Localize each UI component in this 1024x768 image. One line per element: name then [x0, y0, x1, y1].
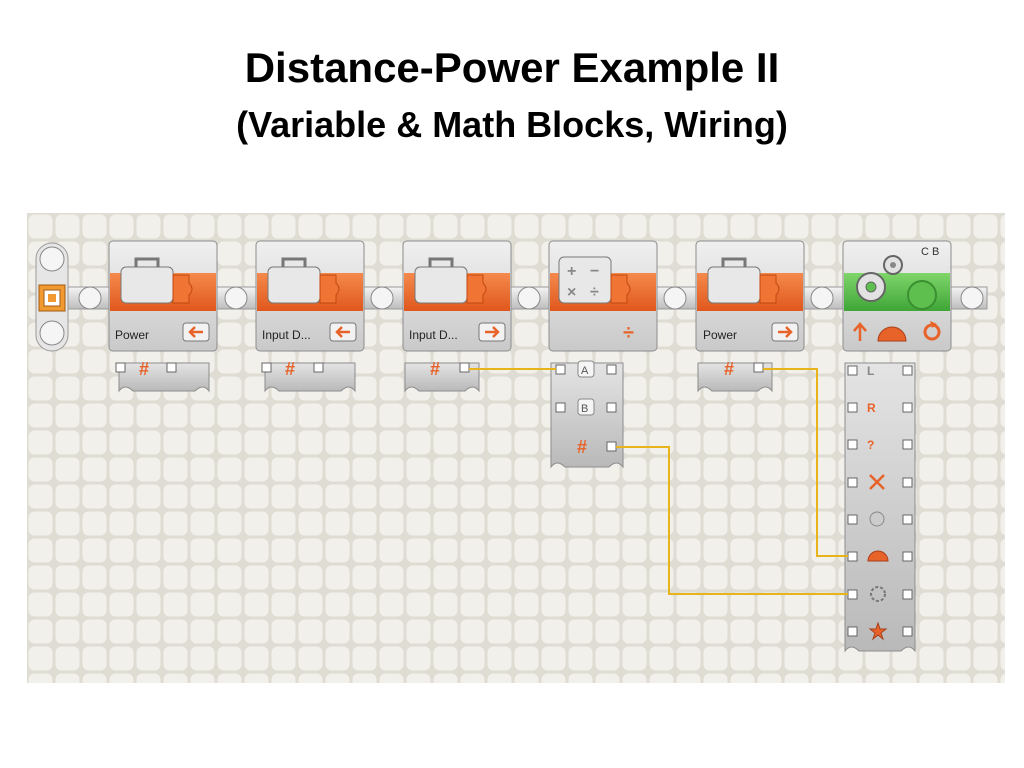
svg-text:R: R	[867, 401, 876, 415]
suitcase-icon	[120, 257, 193, 304]
svg-text:×: ×	[567, 284, 576, 301]
beam-connectors	[78, 286, 984, 310]
wire-math-result-to-motor-duration[interactable]	[616, 446, 848, 595]
svg-text:A: A	[581, 365, 589, 377]
svg-text:−: −	[590, 263, 599, 280]
power-gauge-icon	[877, 326, 907, 342]
duration-rotate-icon	[923, 321, 941, 341]
read-mode-icon	[329, 322, 357, 342]
direction-arrow-icon	[853, 322, 867, 341]
svg-text:#: #	[577, 437, 587, 457]
math-input-b[interactable]: B	[555, 398, 617, 416]
svg-text:B: B	[581, 403, 588, 415]
block-label: Power	[703, 328, 737, 342]
math-operators-icon: + − × ÷	[558, 256, 631, 304]
svg-text:#: #	[430, 359, 440, 379]
motor-block[interactable]: C B L R ?	[842, 240, 952, 653]
block-label: Power	[115, 328, 149, 342]
variable-block-input-d-write[interactable]: Input D... #	[402, 240, 512, 393]
number-output-plug[interactable]: #	[261, 359, 324, 379]
suitcase-icon	[707, 257, 780, 304]
slide-subtitle: (Variable & Math Blocks, Wiring)	[236, 104, 788, 145]
divide-operation-icon: ÷	[623, 322, 634, 344]
action-plug[interactable]	[847, 511, 913, 527]
svg-text:+: +	[567, 263, 576, 280]
block-label: Input D...	[409, 328, 458, 342]
read-mode-icon	[182, 322, 210, 342]
block-label: Input D...	[262, 328, 311, 342]
variable-block-power-read[interactable]: Power #	[108, 240, 218, 393]
svg-text:L: L	[867, 364, 874, 378]
slide-title: Distance-Power Example II	[244, 44, 780, 91]
program-canvas[interactable]: Power # Input D... #	[27, 213, 1005, 683]
variable-block-power-write[interactable]: Power #	[695, 240, 805, 393]
suitcase-icon	[267, 257, 340, 304]
other-motor-plug[interactable]: ?	[847, 438, 913, 452]
variable-block-input-d-read[interactable]: Input D... #	[255, 240, 365, 393]
number-output-plug[interactable]: #	[430, 359, 470, 379]
write-mode-icon	[478, 322, 506, 342]
direction-plug[interactable]	[847, 474, 913, 490]
svg-text:#: #	[139, 359, 149, 379]
number-output-plug[interactable]: #	[724, 359, 764, 379]
wire-power-to-motor-power[interactable]	[763, 368, 848, 557]
svg-text:?: ?	[867, 438, 874, 452]
number-output-plug[interactable]: #	[115, 359, 177, 379]
write-mode-icon	[771, 322, 799, 342]
left-motor-plug[interactable]: L	[847, 364, 913, 378]
math-block-divide[interactable]: + − × ÷ ÷ A B #	[548, 240, 658, 469]
svg-text:#: #	[724, 359, 734, 379]
next-action-plug[interactable]	[847, 621, 913, 641]
gears-icon	[856, 255, 937, 310]
right-motor-plug[interactable]: R	[847, 401, 913, 415]
suitcase-icon	[414, 257, 487, 304]
svg-text:#: #	[285, 359, 295, 379]
svg-text:÷: ÷	[590, 284, 599, 301]
motor-ports-label: C B	[921, 246, 939, 258]
start-icon[interactable]	[38, 284, 66, 312]
